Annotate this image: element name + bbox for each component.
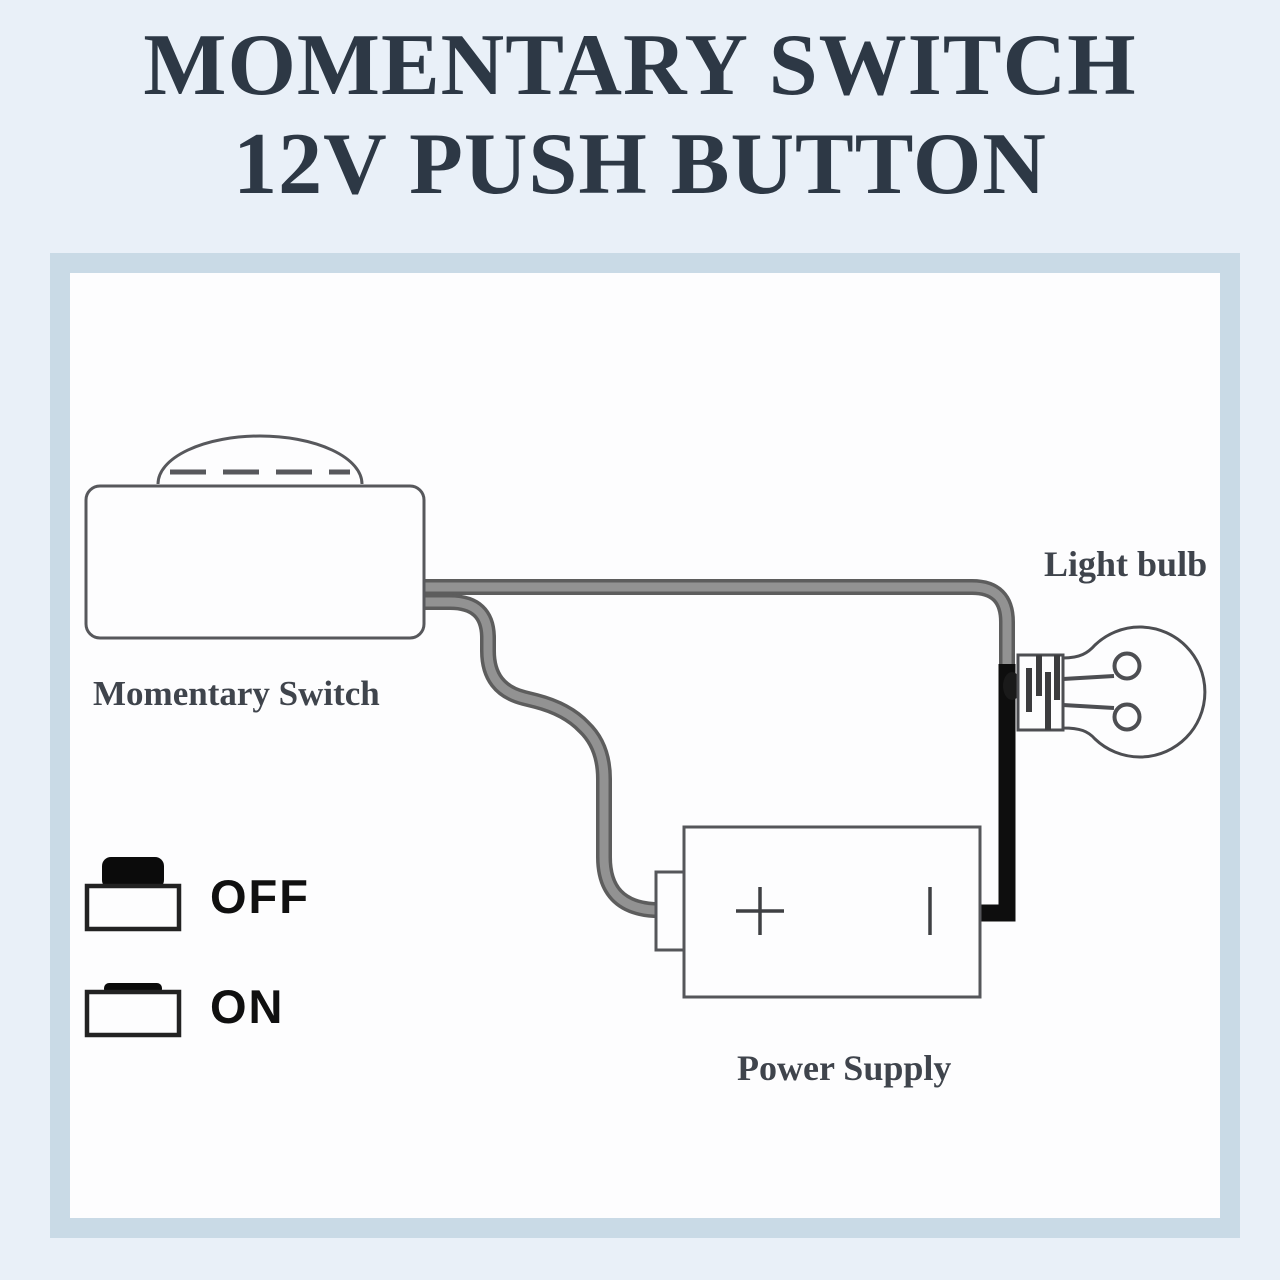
wire-bulb-to-battery-icon bbox=[980, 664, 1016, 922]
off-state-icon bbox=[84, 857, 182, 932]
wire-switch-to-bulb-icon bbox=[424, 579, 1015, 678]
on-state-icon bbox=[84, 983, 182, 1038]
momentary-switch-label: Momentary Switch bbox=[93, 674, 380, 713]
diagram-panel bbox=[50, 253, 1240, 1238]
power-supply-label: Power Supply bbox=[737, 1048, 952, 1088]
battery-icon bbox=[654, 825, 982, 999]
battery-positive-symbol bbox=[736, 887, 784, 935]
momentary-switch-icon bbox=[84, 434, 426, 640]
light-bulb-icon bbox=[1003, 625, 1207, 759]
on-label: ON bbox=[210, 980, 285, 1033]
title-line-2: 12V PUSH BUTTON bbox=[233, 116, 1047, 214]
page-title: MOMENTARY SWITCH 12V PUSH BUTTON bbox=[0, 16, 1280, 215]
title-line-1: MOMENTARY SWITCH bbox=[143, 17, 1137, 114]
light-bulb-label: Light bulb bbox=[1044, 544, 1208, 584]
wire-switch-to-battery-icon bbox=[424, 594, 662, 918]
off-label: OFF bbox=[210, 870, 310, 923]
